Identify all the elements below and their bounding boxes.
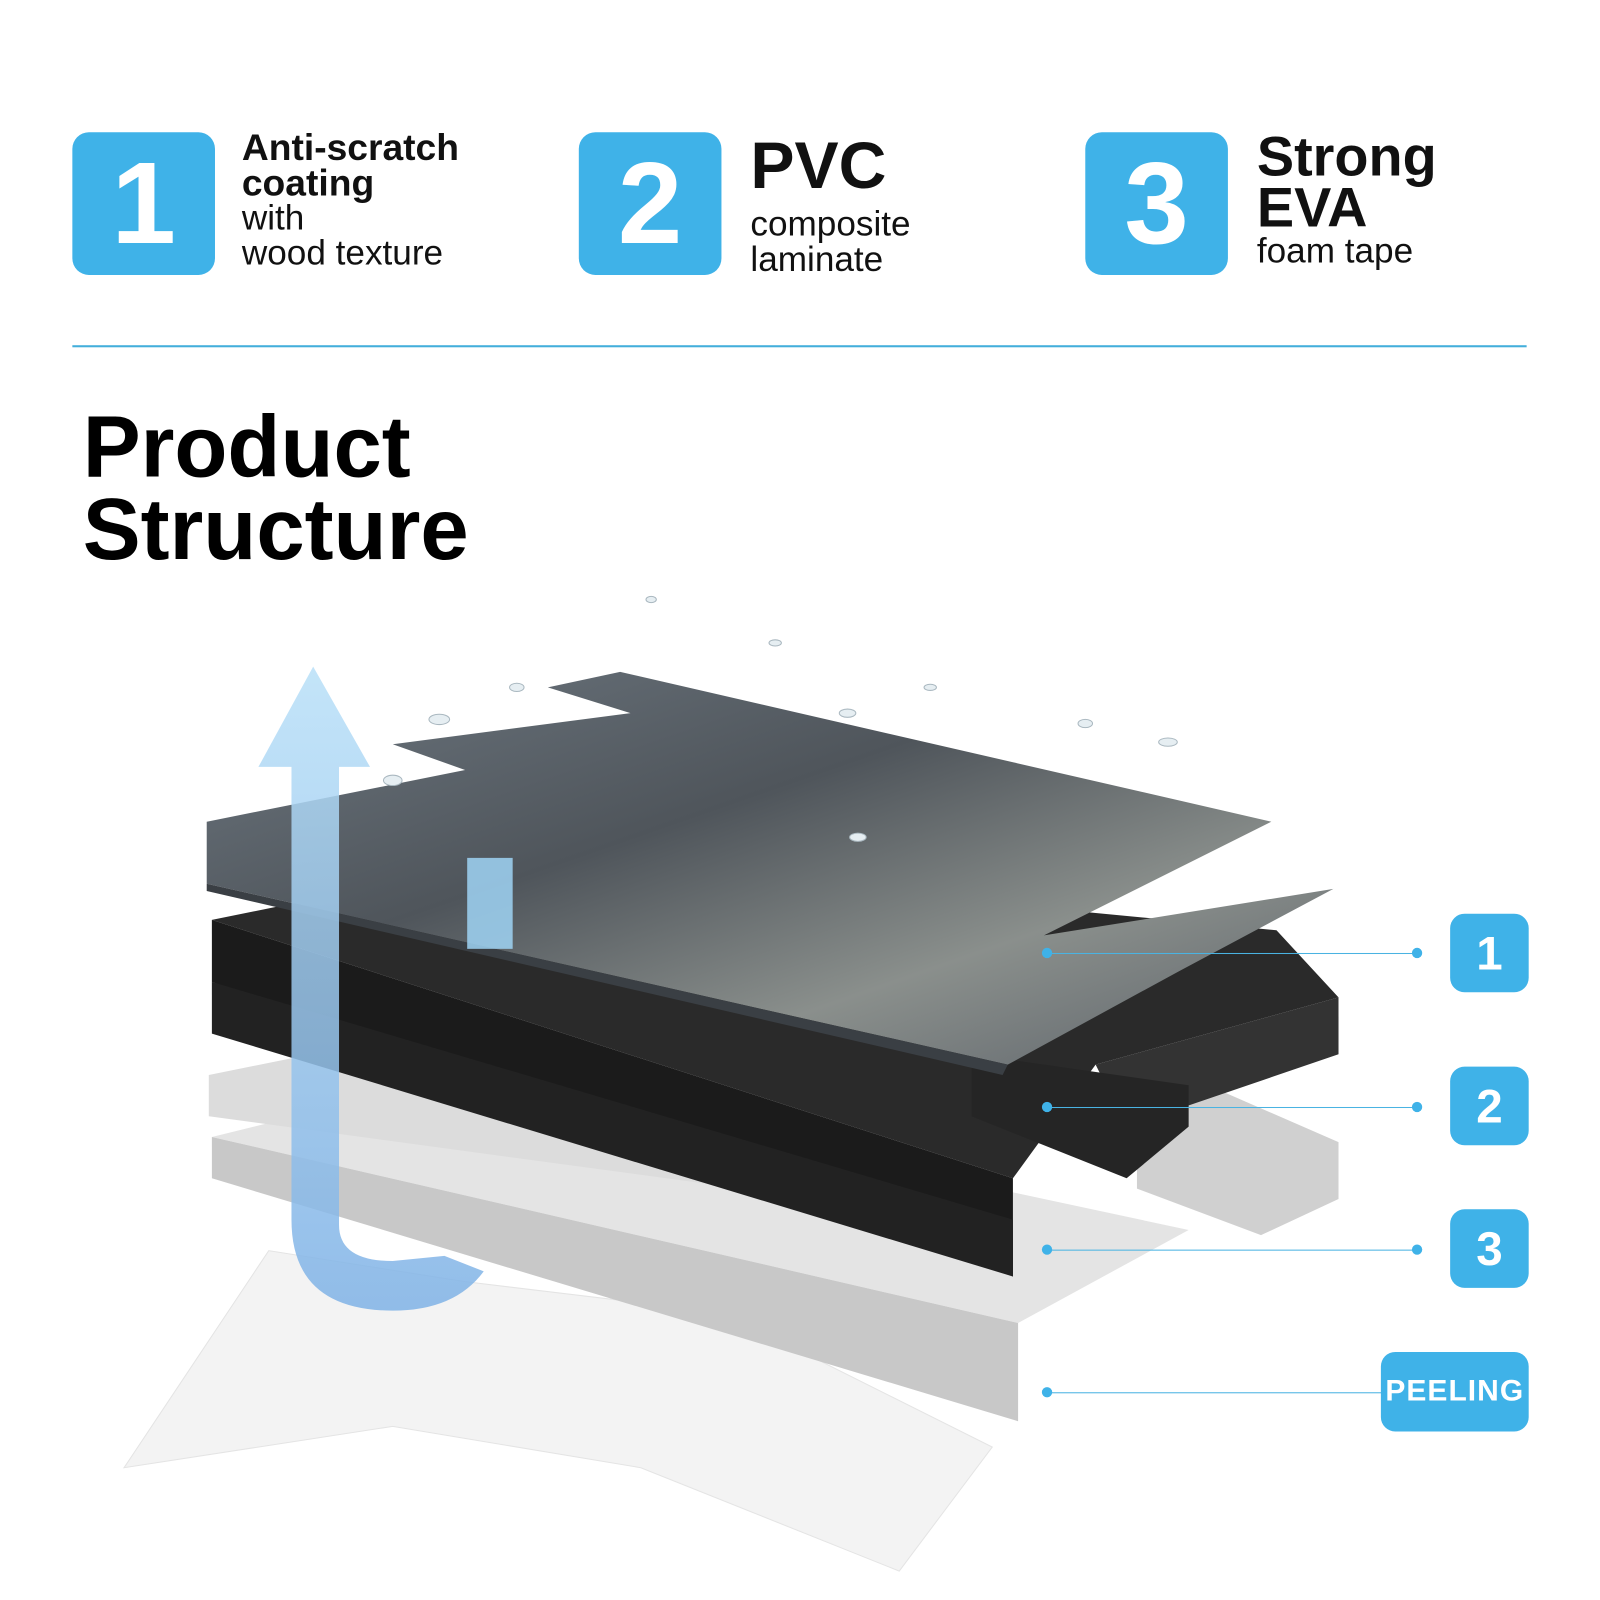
feature-title: Strong (1256, 126, 1437, 189)
feature-number-badge: 1 (72, 132, 215, 275)
feature-number-badge: 3 (1085, 132, 1228, 275)
callout-dot (1411, 1101, 1423, 1113)
feature-1: 1 Anti-scratch coating with wood texture (72, 126, 459, 275)
feature-subtitle: composite (750, 204, 911, 244)
feature-title: Anti-scratch (241, 126, 459, 169)
callout-2-leader (1047, 1106, 1418, 1109)
callout-badge-peeling: PEELING (1380, 1351, 1529, 1432)
feature-title: EVA (1256, 176, 1368, 239)
callout-dot (1411, 947, 1423, 959)
feature-3: 3 Strong EVA foam tape (1085, 126, 1437, 275)
callout-dot (1041, 1387, 1053, 1398)
callout-peeling-leader (1047, 1392, 1389, 1394)
callout-dot (1041, 1244, 1053, 1255)
feature-number-badge: 2 (578, 132, 722, 275)
callout-dot (1411, 1244, 1423, 1255)
feature-subtitle: with (241, 198, 305, 238)
section-title-line: Product (82, 397, 411, 496)
callout-dot (1041, 1101, 1053, 1113)
callout-badge-3: 3 (1450, 1209, 1529, 1288)
section-title-line: Structure (82, 480, 469, 578)
feature-title: coating (241, 161, 375, 204)
wood-texture-layer (206, 671, 1334, 1075)
section-title: Product Structure (82, 397, 469, 578)
callout-badge-1: 1 (1450, 913, 1529, 993)
feature-2: 2 PVC composite laminate (578, 128, 911, 280)
feature-subtitle: laminate (750, 239, 884, 280)
callout-dot (1041, 947, 1053, 959)
callout-3-leader (1047, 1249, 1418, 1251)
callout-badge-2: 2 (1450, 1066, 1529, 1146)
feature-subtitle: foam tape (1256, 231, 1414, 271)
callout-1-leader (1047, 952, 1418, 955)
water-drops (382, 595, 1178, 842)
feature-title: PVC (750, 128, 887, 203)
feature-subtitle: wood texture (241, 233, 444, 273)
divider (72, 345, 1527, 348)
peel-arrow-icon (258, 666, 484, 1311)
